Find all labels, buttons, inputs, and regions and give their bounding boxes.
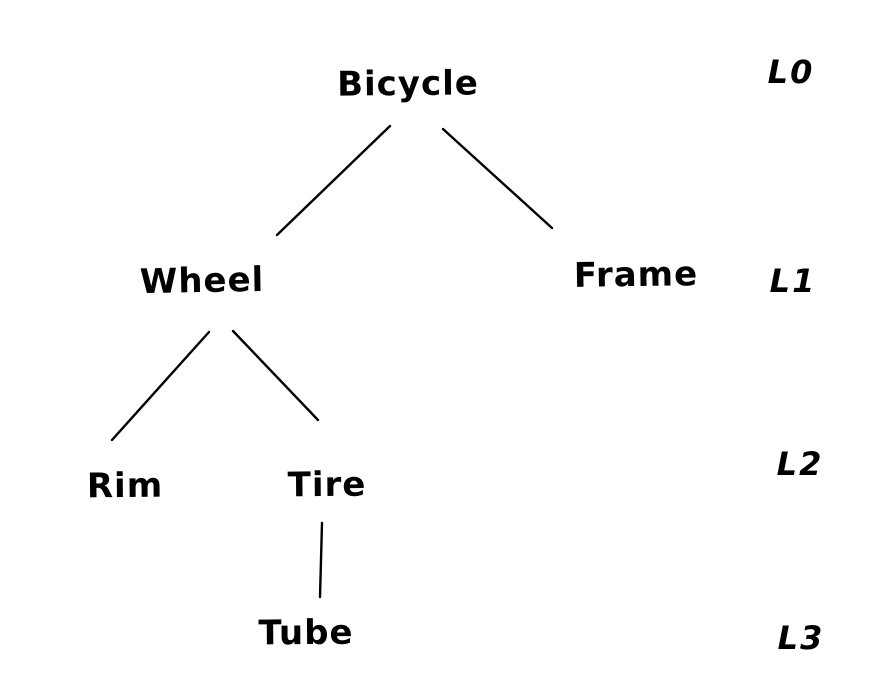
level-label-l2: L2	[776, 445, 824, 483]
level-label-l0: L0	[767, 53, 815, 91]
edge-wheel-tire	[231, 329, 320, 422]
node-tube: Tube	[258, 612, 354, 654]
level-label-l3: L3	[777, 619, 825, 657]
edge-bicycle-frame	[441, 127, 554, 230]
node-frame: Frame	[573, 254, 699, 296]
edge-bicycle-wheel	[275, 124, 392, 237]
node-tire: Tire	[287, 464, 367, 506]
node-rim: Rim	[86, 465, 164, 507]
level-label-l1: L1	[769, 262, 817, 300]
edge-wheel-rim	[110, 330, 211, 442]
node-bicycle: Bicycle	[336, 63, 480, 105]
edge-tire-tube	[318, 521, 324, 599]
node-wheel: Wheel	[139, 259, 265, 303]
